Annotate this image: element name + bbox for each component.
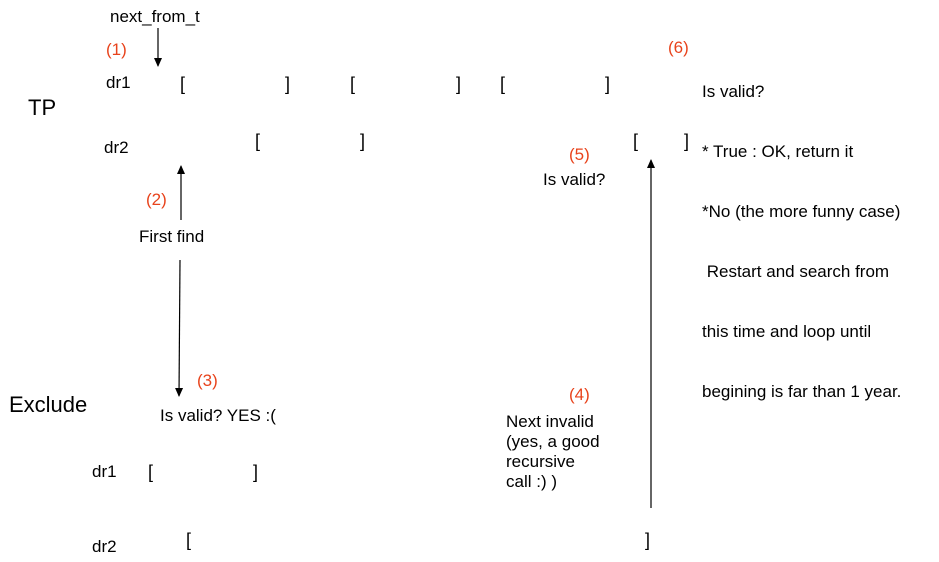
tp-dr2-label: dr2 xyxy=(104,138,129,157)
tp-dr2-interval-2-open: [ xyxy=(633,131,639,151)
tp-dr1-interval-3-close: ] xyxy=(605,74,611,94)
step-4-line: Next invalid xyxy=(506,412,594,431)
exclude-dr1-label: dr1 xyxy=(92,462,117,481)
step-4-text: Next invalid (yes, a good recursive call… xyxy=(506,412,600,492)
step-4-line: recursive xyxy=(506,452,575,471)
step-3-number: (3) xyxy=(197,371,218,390)
tp-dr1-interval-1-open: [ xyxy=(180,74,186,94)
tp-dr1-interval-2-open: [ xyxy=(350,74,356,94)
step-2-text: First find xyxy=(139,227,205,246)
step-4-line: (yes, a good xyxy=(506,432,600,451)
step-4-line: call :) ) xyxy=(506,472,557,491)
step-5-number: (5) xyxy=(569,145,590,164)
step-1-number: (1) xyxy=(106,40,127,59)
step-5-text: Is valid? xyxy=(543,170,606,189)
exclude-dr2-interval-open: [ xyxy=(186,530,192,550)
step-3-text: Is valid? YES :( xyxy=(160,406,276,425)
tp-dr1-label: dr1 xyxy=(106,73,131,92)
step-6-text: Is valid? * True : OK, return it *No (th… xyxy=(702,42,901,422)
exclude-dr2-label: dr2 xyxy=(92,537,117,556)
step-6-line: *No (the more funny case) xyxy=(702,202,901,221)
step-6-line: Is valid? xyxy=(702,82,765,101)
section-exclude-label: Exclude xyxy=(9,392,88,417)
step-6-number: (6) xyxy=(668,38,689,57)
tp-dr1-interval-3-open: [ xyxy=(500,74,506,94)
exclude-dr1-interval-open: [ xyxy=(148,462,154,482)
step-6-line: * True : OK, return it xyxy=(702,142,854,161)
step-4-number: (4) xyxy=(569,385,590,404)
exclude-dr2-interval-close: ] xyxy=(645,530,651,550)
step-6-line: begining is far than 1 year. xyxy=(702,382,902,401)
tp-dr2-interval-2-close: ] xyxy=(684,131,690,151)
tp-dr2-interval-1-open: [ xyxy=(255,131,261,151)
step-6-line: Restart and search from xyxy=(702,262,890,281)
step-6-line: this time and loop until xyxy=(702,322,872,341)
exclude-dr1-interval-close: ] xyxy=(253,462,259,482)
section-tp-label: TP xyxy=(28,95,57,120)
step-2-number: (2) xyxy=(146,190,167,209)
next-from-t-label: next_from_t xyxy=(110,7,200,26)
tp-dr1-interval-1-close: ] xyxy=(285,74,291,94)
arrow-first-find-down xyxy=(175,259,184,397)
tp-dr1-interval-2-close: ] xyxy=(456,74,462,94)
tp-dr2-interval-1-close: ] xyxy=(360,131,366,151)
